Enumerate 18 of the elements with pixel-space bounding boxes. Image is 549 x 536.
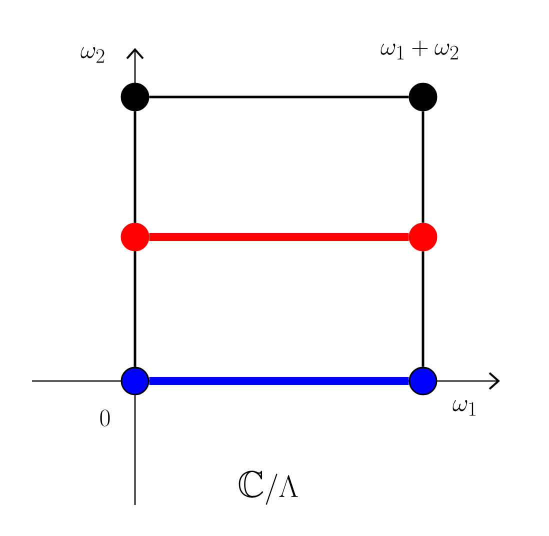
quotient-label: $\mathbb{C}/\Lambda$ — [238, 470, 298, 505]
line-segment — [134, 111, 136, 223]
point-dot — [120, 366, 150, 396]
point-label: $\omega_2$ — [80, 46, 104, 63]
point-label: $\omega_1 + \omega_2$ — [380, 40, 458, 60]
line-segment — [134, 251, 136, 367]
point-dot — [408, 366, 438, 396]
line-segment — [149, 96, 409, 98]
line-segment — [149, 377, 409, 385]
point-dot — [120, 82, 150, 112]
point-dot — [408, 82, 438, 112]
point-dot — [408, 222, 438, 252]
line-segment — [422, 111, 424, 223]
point-label: $0$ — [100, 410, 110, 426]
point-dot — [120, 222, 150, 252]
line-segment — [422, 251, 424, 367]
line-segment — [149, 233, 409, 241]
point-label: $\omega_1$ — [452, 400, 476, 416]
